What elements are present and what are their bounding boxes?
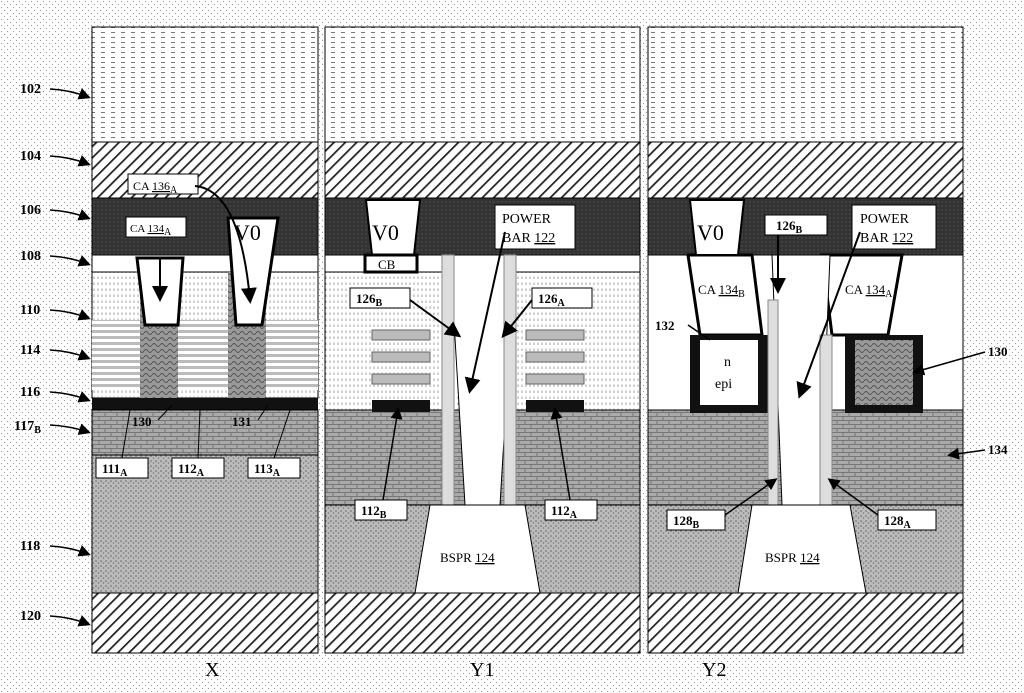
label-power-y2-line2: BAR 122: [860, 231, 913, 246]
label-114: 114: [20, 343, 40, 358]
label-epi: epi: [715, 377, 732, 392]
label-130-y2: 130: [988, 344, 1008, 359]
label-box-power-y2: [851, 204, 937, 250]
label-112a-x: 112A: [178, 461, 205, 479]
label-ca134a-y2: CA 134A: [845, 282, 893, 300]
label-118: 118: [20, 539, 40, 554]
n-epi-region: [700, 340, 758, 405]
label-102: 102: [20, 82, 41, 97]
label-v0-y2: V0: [697, 220, 724, 245]
label-ca134b: CA 134B: [698, 282, 745, 300]
panel-y1: [324, 26, 641, 654]
label-131: 131: [232, 414, 252, 429]
label-box-128a: [877, 509, 937, 531]
label-104: 104: [20, 149, 41, 164]
label-126b-y2: 126B: [776, 218, 803, 236]
layer-120-y1: [324, 592, 641, 654]
panel-x-text: CA 136A CA 134A V0 130 131 111A 112A 113…: [95, 179, 301, 479]
label-116: 116: [20, 385, 40, 400]
via-v0-y2: [688, 199, 746, 256]
layer-102: [91, 26, 319, 143]
label-120: 120: [20, 609, 41, 624]
label-box-126b-y1: [349, 287, 411, 309]
layer-102-y2: [647, 26, 964, 143]
layer-102-y1: [324, 26, 641, 143]
label-117: 117B: [14, 419, 41, 436]
layer-117: [91, 409, 319, 456]
label-cb: CB: [378, 257, 396, 272]
layer-104: [91, 141, 319, 199]
layer-120-y2: [647, 592, 964, 654]
bspr-124-y2: [737, 504, 867, 594]
label-112b: 112B: [361, 503, 387, 521]
label-112a-y1: 112A: [551, 503, 578, 521]
label-128a: 128A: [884, 513, 912, 531]
label-bspr-y2: BSPR 124: [765, 550, 820, 565]
label-box-112a-y1: [544, 499, 598, 521]
contact-cb: [363, 253, 419, 274]
label-ca134a: CA 134A: [130, 223, 172, 238]
layer-120: [91, 592, 319, 654]
layer-labels: 102 104 106 108 110 114 116 117B 118 120: [14, 82, 91, 627]
panel-y1-text: V0 CB POWER BAR 122 126B 126A 112B 112A …: [356, 212, 578, 565]
label-v0-x: V0: [234, 220, 261, 245]
label-130-x: 130: [132, 414, 152, 429]
label-110: 110: [20, 303, 40, 318]
label-bspr-y1: BSPR 124: [440, 550, 495, 565]
label-111a: 111A: [102, 461, 128, 479]
bspr-124-y1: [414, 504, 541, 594]
label-ca136a: CA 136A: [133, 179, 178, 196]
label-power-y2-line1: POWER: [860, 212, 910, 227]
title-x: X: [205, 659, 220, 681]
layer-108: [91, 254, 319, 273]
panel-y2-text: V0 126B POWER BAR 122 CA 134B CA 134A 13…: [655, 212, 1008, 565]
panel-x: [91, 26, 319, 654]
label-box-128b: [666, 509, 726, 531]
label-134-y2: 134: [988, 442, 1008, 457]
title-y2: Y2: [702, 659, 726, 681]
layer-114: [92, 320, 318, 390]
label-box-ca134a: [125, 216, 187, 238]
title-y1: Y1: [470, 659, 494, 681]
layer-116: [92, 398, 318, 410]
label-box-126b-y2: [764, 214, 828, 236]
label-v0-y1: V0: [372, 220, 399, 245]
label-power-y1-line2: BAR 122: [502, 231, 555, 246]
label-power-y1-line1: POWER: [502, 212, 552, 227]
label-box-power-y1: [494, 204, 576, 250]
label-132: 132: [655, 318, 675, 333]
label-box-ca136a: [127, 173, 199, 195]
label-106: 106: [20, 203, 41, 218]
label-126b-y1: 126B: [356, 291, 383, 309]
epi-130-region: [855, 340, 913, 405]
layer-104-y1: [324, 141, 641, 199]
nanosheets-right: [525, 329, 585, 412]
label-box-126a-y1: [531, 287, 593, 309]
label-126a-y1: 126A: [538, 291, 566, 309]
panel-y2: [647, 26, 986, 654]
label-128b: 128B: [673, 513, 700, 531]
panel-titles: X Y1 Y2: [205, 659, 726, 681]
layer-104-y2: [647, 141, 964, 199]
label-113a: 113A: [254, 461, 281, 479]
label-n: n: [724, 355, 731, 370]
label-box-112b: [354, 499, 408, 521]
nanosheets-left: [371, 329, 431, 412]
label-108: 108: [20, 249, 41, 264]
